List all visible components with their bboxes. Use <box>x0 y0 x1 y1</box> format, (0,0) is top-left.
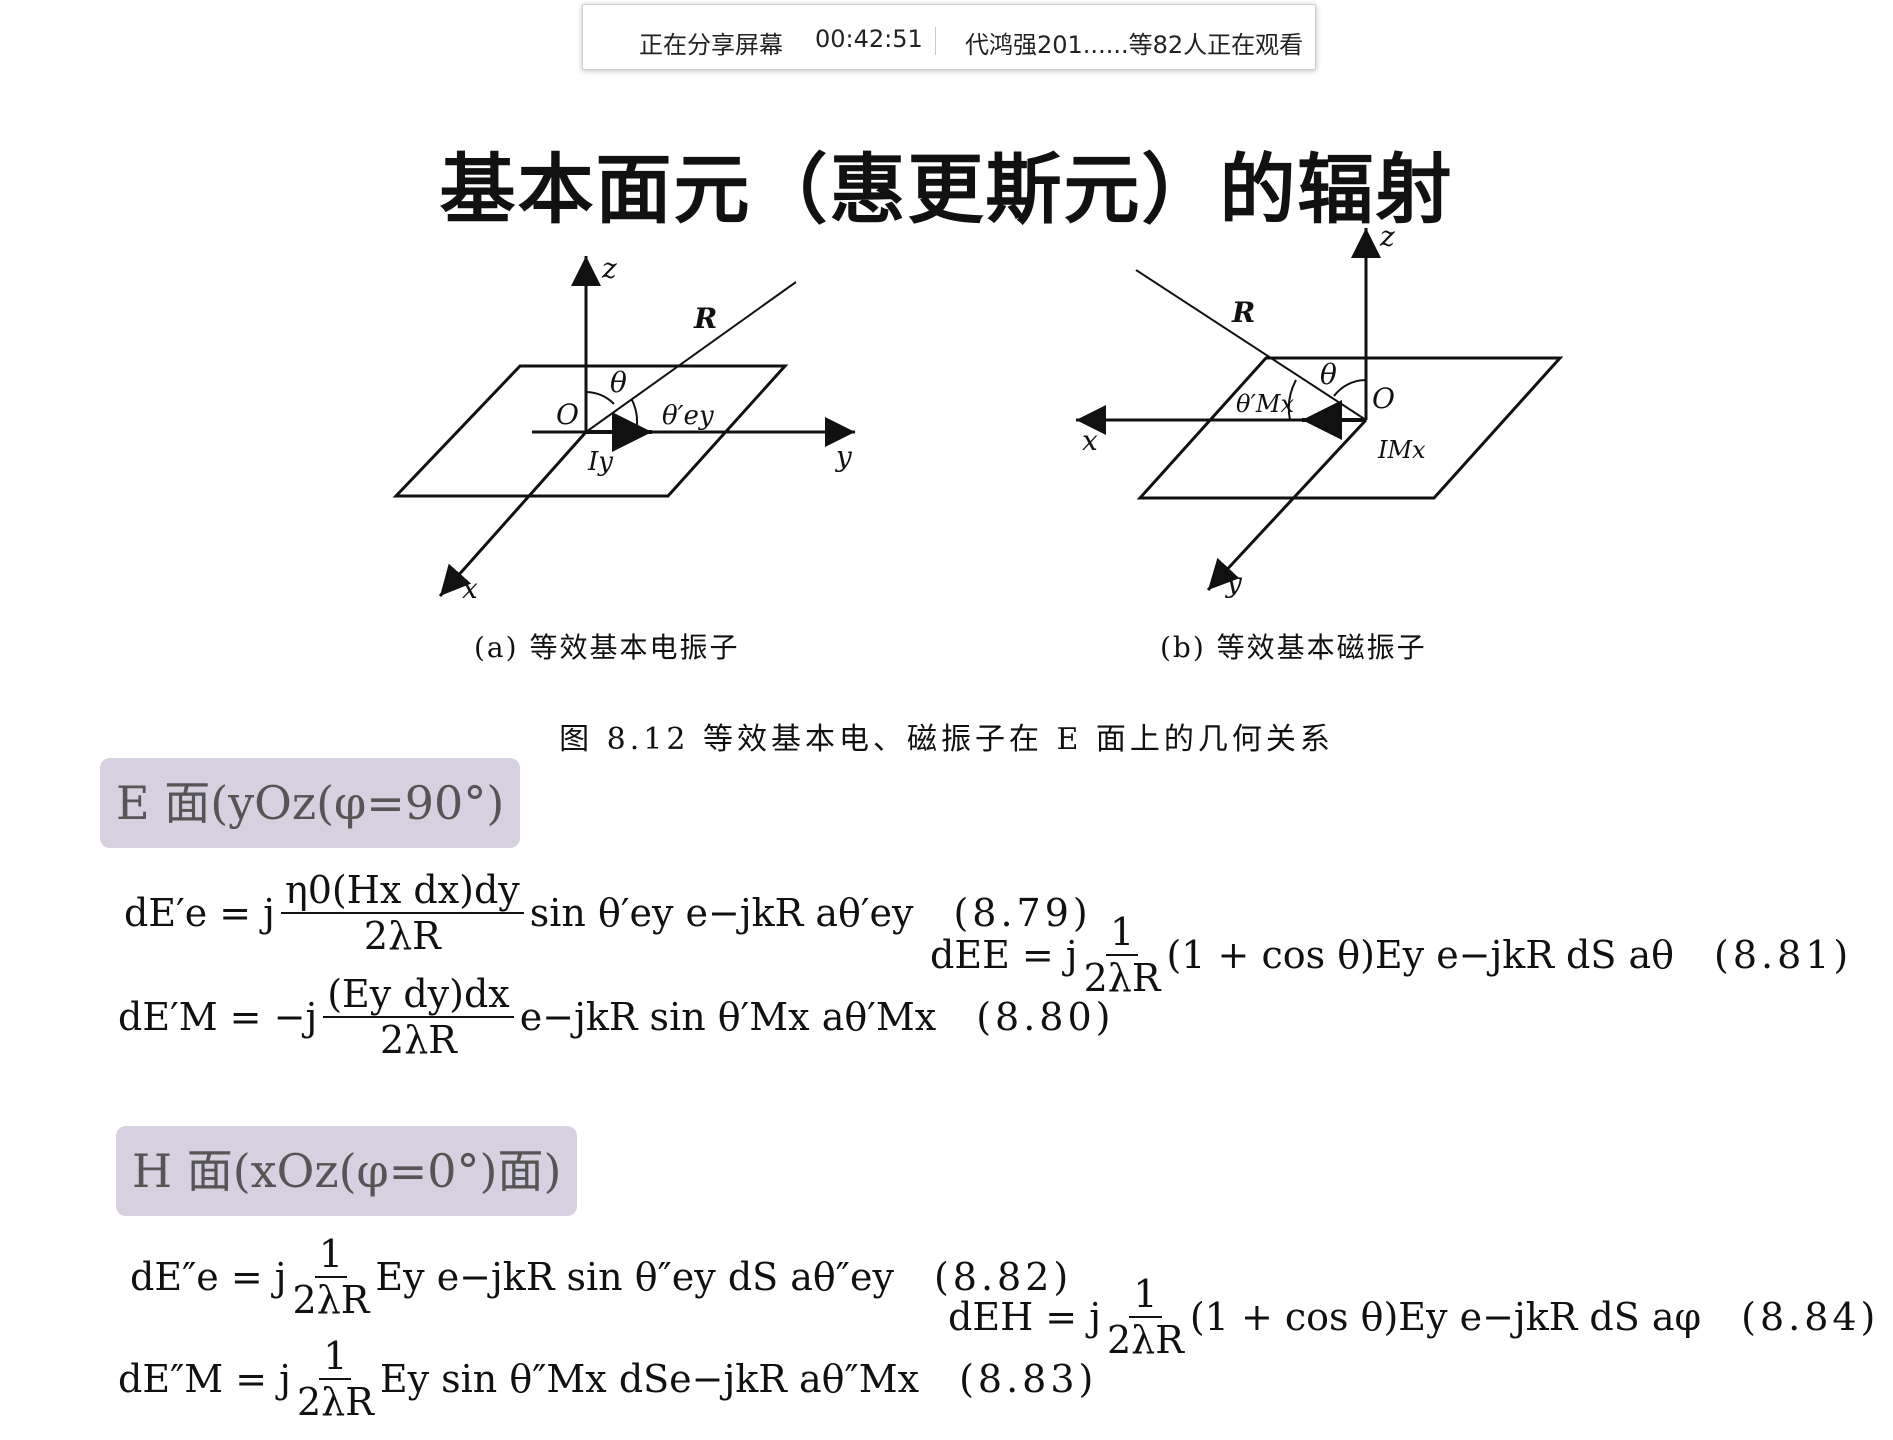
equation-8-83: dE″M = j 1 2λR Ey sin θ″Mx dSe−jkR aθ″Mx… <box>118 1334 1097 1424</box>
eq-denominator: 2λR <box>292 1278 370 1322</box>
panel-b-label-y: y <box>1224 566 1243 599</box>
panel-b-label-theta: θ <box>1320 358 1337 391</box>
panel-a-plane <box>392 364 789 498</box>
eq-lhs: dE″M = j <box>118 1357 291 1401</box>
eq-fraction: η0(Hx dx)dy 2λR <box>280 868 524 958</box>
eq-rest: (1 + cos θ)Ey e−jkR dS aφ <box>1189 1295 1702 1339</box>
eq-number: (8.80) <box>976 995 1115 1039</box>
panel-a-theta-arc <box>585 391 615 405</box>
eq-rest: Ey e−jkR sin θ″ey dS aθ″ey <box>375 1255 894 1299</box>
eq-fraction: (Ey dy)dx 2λR <box>323 972 514 1062</box>
equation-8-79: dE′e = j η0(Hx dx)dy 2λR sin θ′ey e−jkR … <box>124 868 1092 958</box>
geometry-figure: z y x R θ O θ′ey Iy z y x R θ O θ′Mx IMx <box>392 220 1564 605</box>
share-status: 正在分享屏幕 <box>639 31 783 59</box>
slide-title: 基本面元（惠更斯元）的辐射 <box>439 145 1454 234</box>
figure-caption: 图 8.12 等效基本电、磁振子在 E 面上的几何关系 <box>559 722 1334 757</box>
panel-b-label-z: z <box>1379 220 1395 253</box>
panel-b-drawing <box>1076 228 1564 592</box>
panel-b-label-x: x <box>1082 424 1098 457</box>
eq-numerator: 1 <box>1105 910 1139 956</box>
eq-number: (8.82) <box>933 1255 1073 1299</box>
share-divider <box>935 27 936 55</box>
panel-a-label-x: x <box>462 572 478 605</box>
panel-b-theta-mx-arc <box>1287 379 1297 421</box>
panel-b-y-axis <box>1206 418 1368 592</box>
eq-fraction: 1 2λR <box>293 1232 370 1322</box>
eq-numerator: η0(Hx dx)dy <box>280 868 524 914</box>
eq-fraction: 1 2λR <box>1107 1272 1184 1362</box>
eq-fraction: 1 2λR <box>297 1334 374 1424</box>
panel-b-label-O: O <box>1372 382 1395 415</box>
eq-lhs: dEE = j <box>930 933 1078 977</box>
panel-b-plane <box>1136 356 1564 500</box>
eq-denominator: 2λR <box>1083 956 1161 1000</box>
eq-rest: Ey sin θ″Mx dSe−jkR aθ″Mx <box>379 1357 920 1401</box>
eq-number: (8.83) <box>959 1357 1098 1401</box>
panel-b-caption: (b) 等效基本磁振子 <box>1160 631 1427 664</box>
panel-a-label-y: y <box>834 440 853 473</box>
equation-8-82: dE″e = j 1 2λR Ey e−jkR sin θ″ey dS aθ″e… <box>130 1232 1072 1322</box>
panel-a-label-theta-ey: θ′ey <box>662 401 714 431</box>
panel-a-drawing <box>392 256 855 597</box>
eq-denominator: 2λR <box>363 914 441 958</box>
panel-a-label-R: R <box>693 302 717 335</box>
e-plane-badge: E 面(yOz(φ=90°) <box>100 758 521 848</box>
panel-b-label-theta-mx: θ′Mx <box>1236 390 1294 418</box>
eq-rest: (1 + cos θ)Ey e−jkR dS aθ <box>1166 933 1674 977</box>
eq-number: (8.79) <box>953 891 1092 935</box>
screen-share-bar: 正在分享屏幕 00:42:51 代鸿强201......等82人正在观看 <box>582 4 1316 70</box>
panel-b-R-line <box>1135 269 1367 421</box>
eq-lhs: dE′e = j <box>124 891 275 935</box>
eq-denominator: 2λR <box>380 1018 457 1062</box>
eq-fraction: 1 2λR <box>1084 910 1161 1000</box>
panel-b-theta-arc <box>1333 379 1367 397</box>
panel-a-x-axis <box>438 431 588 597</box>
eq-lhs: dE′M = −j <box>118 995 318 1039</box>
eq-denominator: 2λR <box>1106 1318 1184 1362</box>
panel-a-label-O: O <box>556 398 579 431</box>
panel-a-theta-ey-arc <box>631 399 639 433</box>
eq-numerator: 1 <box>319 1334 352 1380</box>
eq-denominator: 2λR <box>296 1380 374 1424</box>
share-viewers[interactable]: 代鸿强201......等82人正在观看 <box>965 31 1304 59</box>
eq-numerator: 1 <box>1129 1272 1162 1318</box>
equation-8-80: dE′M = −j (Ey dy)dx 2λR e−jkR sin θ′Mx a… <box>118 972 1114 1062</box>
h-plane-badge: H 面(xOz(φ=0°)面) <box>116 1126 578 1216</box>
equation-8-81: dEE = j 1 2λR (1 + cos θ)Ey e−jkR dS aθ … <box>930 910 1852 1000</box>
eq-rest: e−jkR sin θ′Mx aθ′Mx <box>519 995 937 1039</box>
panel-b-label-current: IMx <box>1377 436 1426 464</box>
eq-number: (8.81) <box>1714 933 1853 977</box>
equation-8-84: dEH = j 1 2λR (1 + cos θ)Ey e−jkR dS aφ … <box>948 1272 1879 1362</box>
eq-lhs: dEH = j <box>948 1295 1101 1339</box>
eq-rest: sin θ′ey e−jkR aθ′ey <box>529 891 914 935</box>
eq-numerator: (Ey dy)dx <box>323 972 514 1018</box>
panel-a-label-theta: θ <box>610 366 627 399</box>
eq-number: (8.84) <box>1741 1295 1880 1339</box>
panel-a-caption: (a) 等效基本电振子 <box>474 631 740 664</box>
eq-lhs: dE″e = j <box>130 1255 287 1299</box>
panel-b-label-R: R <box>1231 296 1255 329</box>
panel-a-label-current: Iy <box>587 447 613 477</box>
panel-a-R-line <box>585 281 797 433</box>
eq-numerator: 1 <box>314 1232 348 1278</box>
panel-a-label-z: z <box>601 252 617 285</box>
share-elapsed-time: 00:42:51 <box>815 25 923 53</box>
